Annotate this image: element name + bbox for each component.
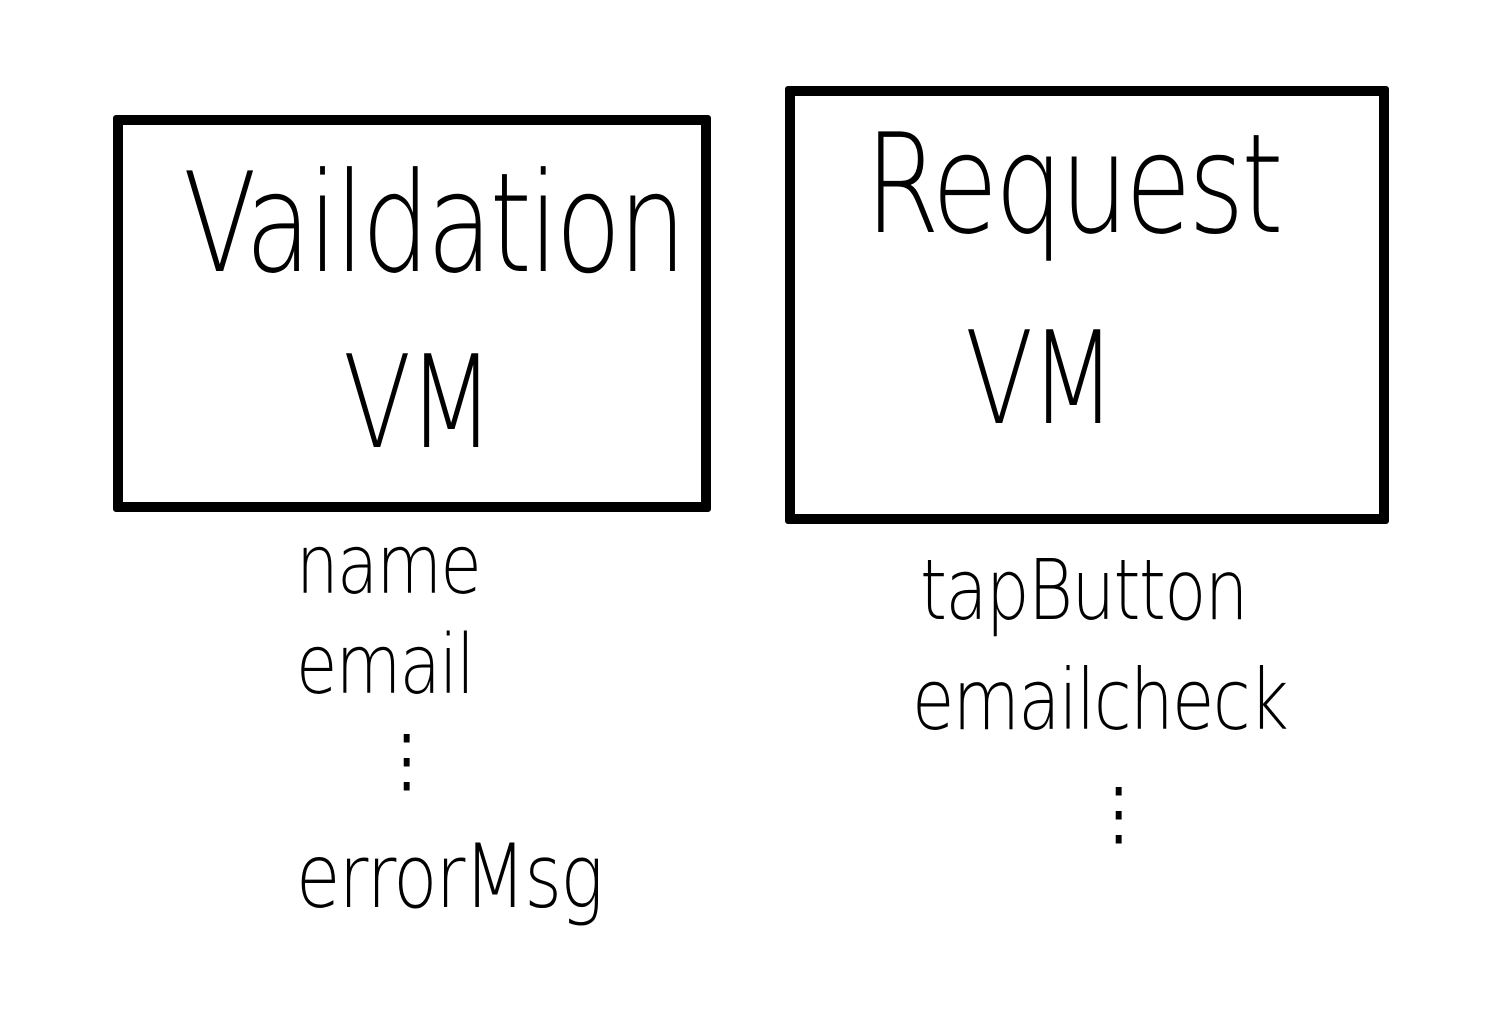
validation-vm-subtitle: VM bbox=[343, 329, 494, 478]
property-email: email bbox=[296, 618, 475, 713]
property-ellipsis: ⋮ bbox=[1090, 772, 1147, 854]
request-vm-box: Request VM bbox=[785, 86, 1389, 524]
property-tapbutton: tapButton bbox=[920, 541, 1248, 639]
property-name: name bbox=[296, 518, 482, 613]
request-vm-title: Request bbox=[865, 104, 1284, 265]
property-emailcheck: emailcheck bbox=[912, 651, 1289, 749]
request-vm-subtitle: VM bbox=[965, 305, 1116, 454]
validation-vm-title: Vaildation bbox=[183, 143, 686, 304]
property-errormsg: errorMsg bbox=[296, 825, 604, 928]
validation-vm-box: Vaildation VM bbox=[113, 115, 711, 512]
property-ellipsis: ⋮ bbox=[378, 719, 435, 801]
